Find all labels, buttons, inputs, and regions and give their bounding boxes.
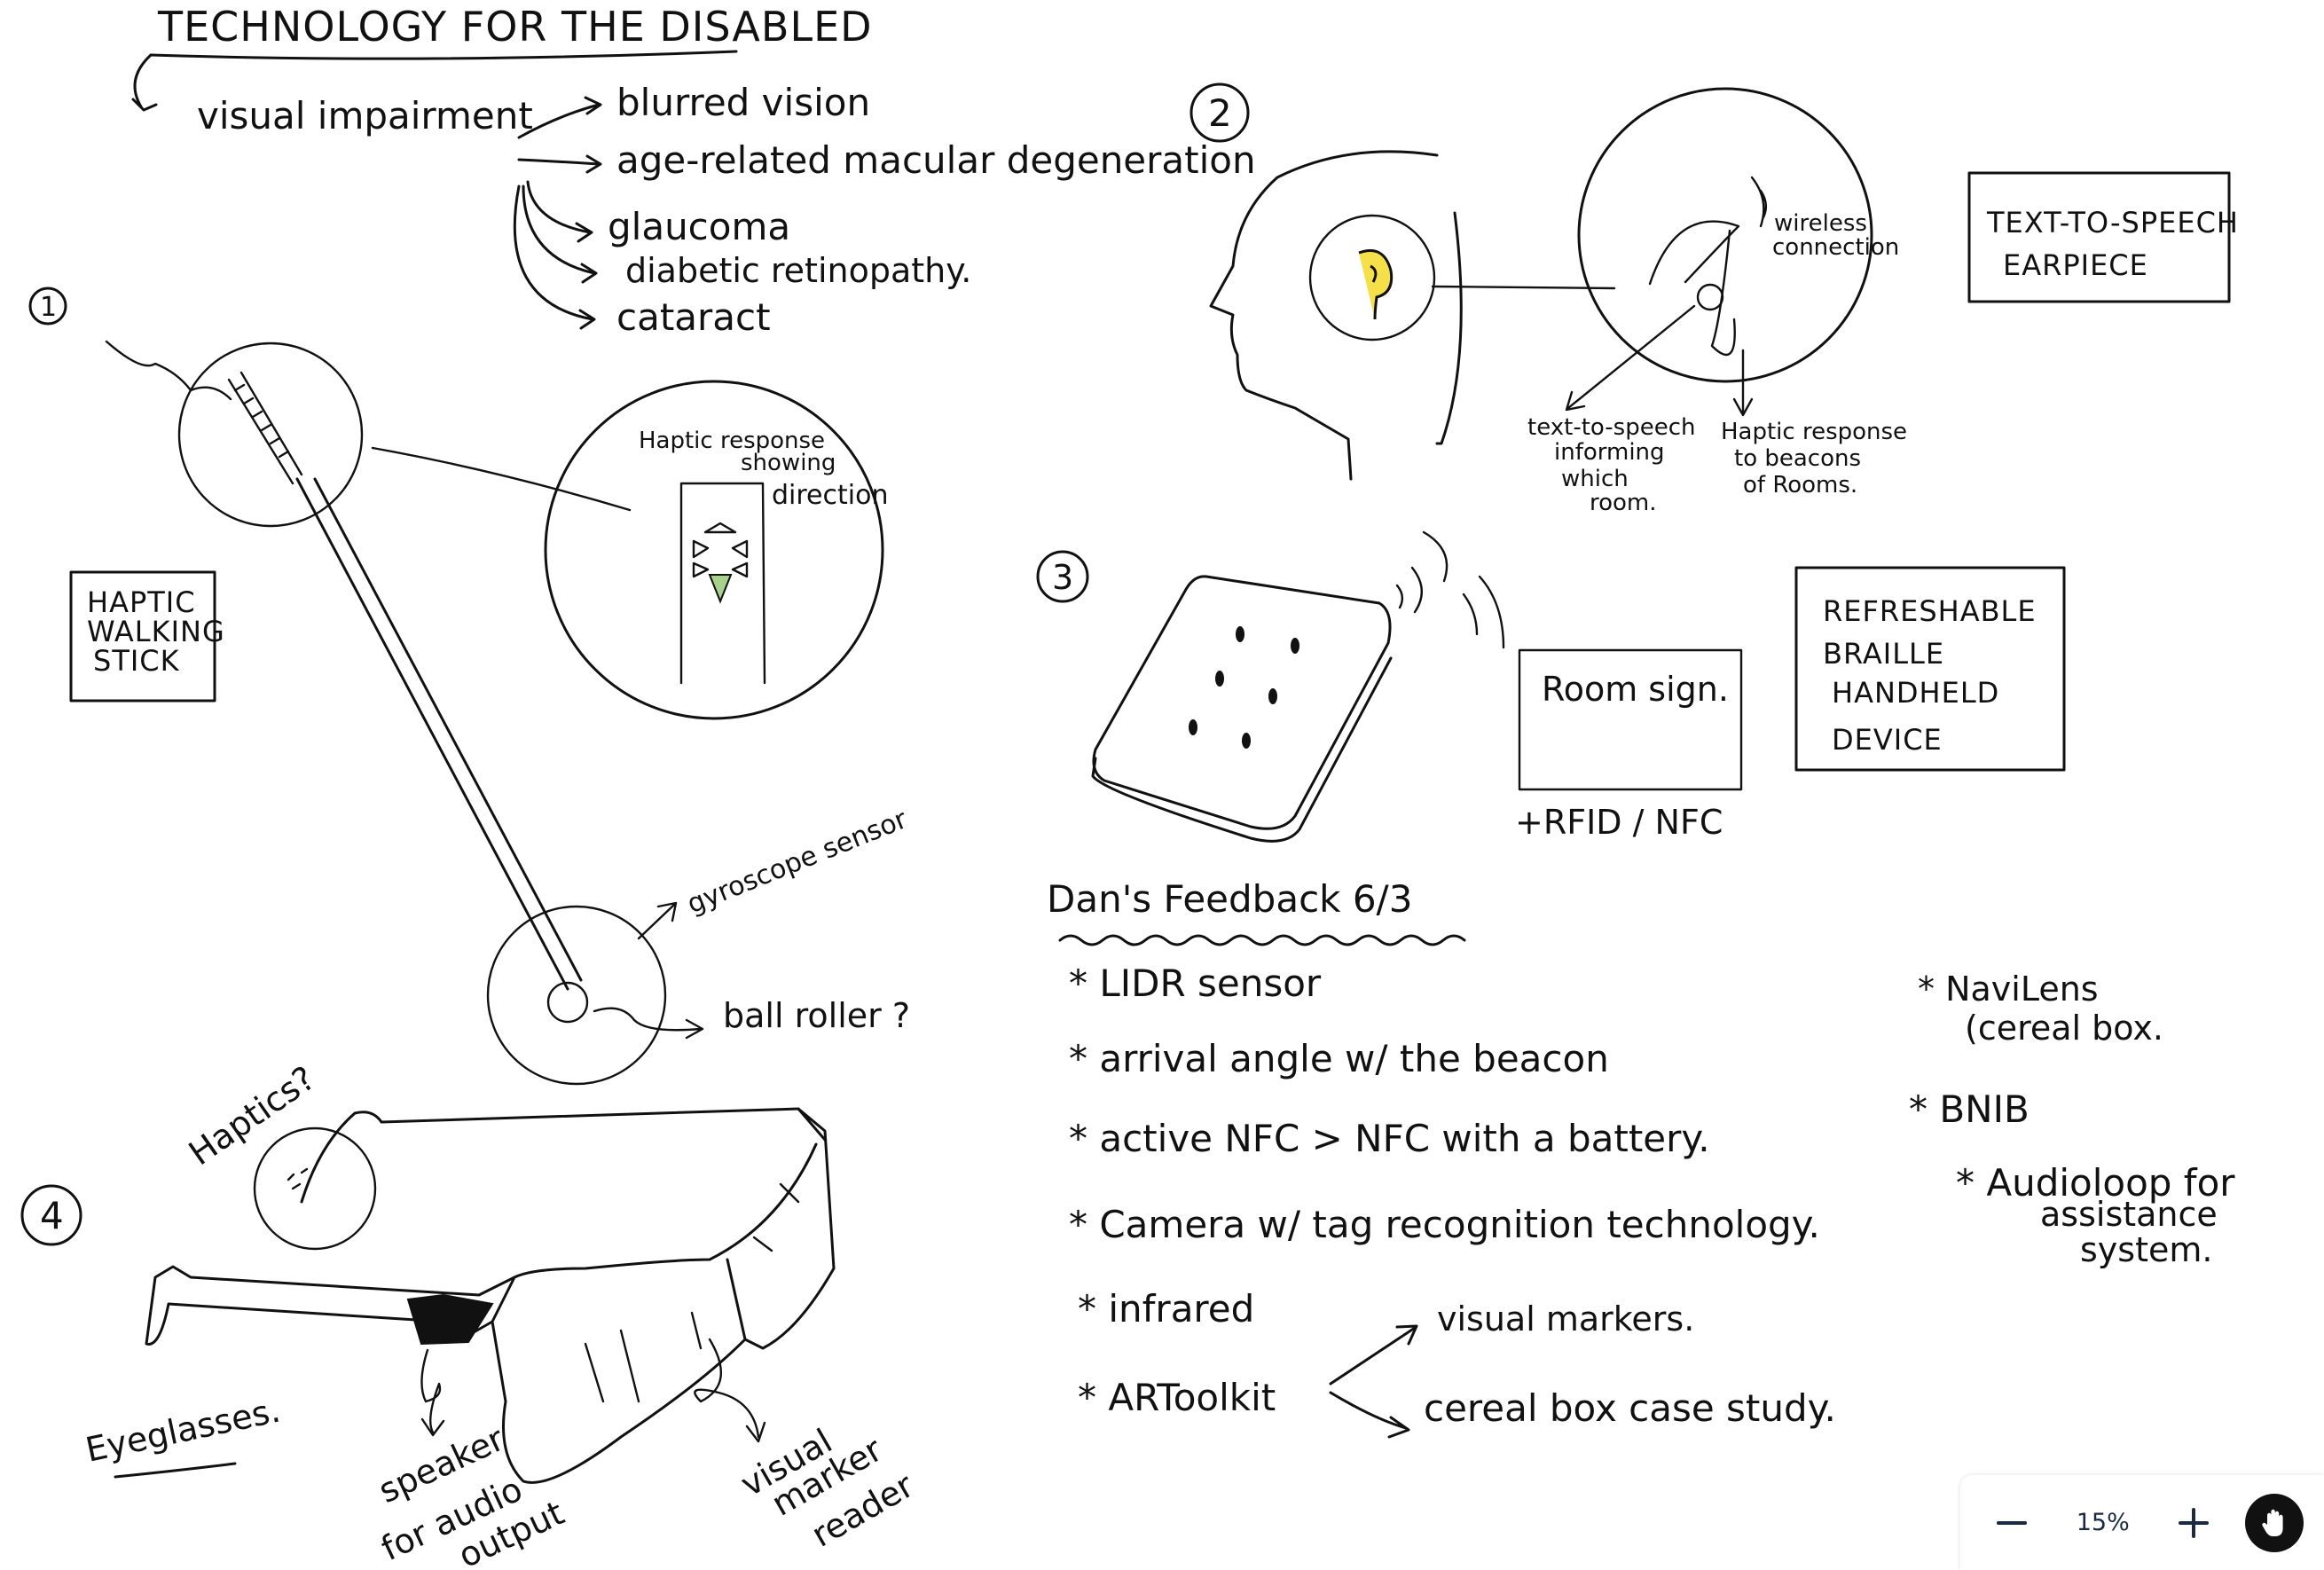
- feedback-title-underline: [1060, 936, 1464, 945]
- minus-icon: [1997, 1508, 2027, 1538]
- page-title: TECHNOLOGY FOR THE DISABLED: [157, 3, 873, 51]
- gyroscope-label: gyroscope sensor: [683, 804, 912, 921]
- section-number-1: 1: [40, 292, 57, 323]
- gyroscope-arrow: [639, 903, 676, 938]
- braille-device-sketch: [1093, 577, 1391, 842]
- braille-label-2: BRAILLE: [1823, 637, 1944, 671]
- rfid-label: +RFID / NFC: [1515, 803, 1723, 842]
- stick-base-circle: [488, 907, 665, 1084]
- ear-closeup: [1650, 222, 1739, 355]
- haptic-note-2: showing: [741, 450, 836, 476]
- wireless-signal-icon: [1752, 177, 1766, 226]
- side-item-audioloop-3: system.: [2080, 1230, 2212, 1269]
- title-arrow: [133, 55, 156, 110]
- feedback-item-camera: * Camera w/ tag recognition technology.: [1069, 1203, 1820, 1246]
- eyeglasses-underline: [115, 1464, 235, 1477]
- side-item-bnib: * BNIB: [1909, 1087, 2030, 1131]
- haptic-note-3: direction: [772, 480, 888, 511]
- braille-label-4: DEVICE: [1832, 723, 1943, 757]
- section-number-3: 3: [1052, 558, 1073, 597]
- wireless-label-2: connection: [1772, 234, 1899, 261]
- tts-arrow: [1566, 306, 1694, 410]
- section-number-4: 4: [40, 1194, 64, 1237]
- ball-roller-arrow: [594, 1009, 703, 1038]
- zoom-in-button[interactable]: [2163, 1492, 2225, 1554]
- feedback-item-active-nfc: * active NFC > NFC with a battery.: [1069, 1117, 1710, 1160]
- earpiece-icon: [1359, 251, 1392, 320]
- artoolkit-cereal-box: cereal box case study.: [1424, 1386, 1836, 1430]
- zoom-toolbar: 15%: [1960, 1475, 2324, 1570]
- haptics-detail-circle: [255, 1128, 375, 1249]
- branch-arrow-3: [528, 182, 592, 241]
- feedback-item-arrival-angle: * arrival angle w/ the beacon: [1069, 1037, 1609, 1080]
- impairment-item-cataract: cataract: [616, 295, 771, 339]
- stick-handle-icon: [229, 373, 302, 483]
- braille-dots-icon: [1189, 626, 1299, 749]
- side-item-navilens-1: * NaviLens: [1918, 969, 2099, 1009]
- braille-label-1: REFRESHABLE: [1823, 594, 2037, 628]
- nfc-signal-icon: [1397, 532, 1504, 648]
- haptic-beacon-note-1: Haptic response: [1721, 419, 1907, 445]
- impairment-item-amd: age-related macular degeneration: [616, 138, 1256, 182]
- earpiece-closeup-icon: [1698, 285, 1723, 310]
- haptics-label: Haptics?: [182, 1058, 322, 1173]
- zoom-out-button[interactable]: [1981, 1492, 2043, 1554]
- feedback-item-artoolkit: * ARToolkit: [1078, 1376, 1276, 1419]
- title-underline: [151, 51, 736, 59]
- zoom-level-indicator[interactable]: 15%: [2063, 1509, 2143, 1536]
- speaker-arrow: [421, 1350, 444, 1435]
- side-item-audioloop-2: assistance: [2040, 1195, 2218, 1234]
- active-direction-arrow: [710, 575, 731, 601]
- artoolkit-branch-lower: [1331, 1393, 1409, 1437]
- earpiece-label-1: TEXT-TO-SPEECH: [1986, 206, 2239, 239]
- haptics-vibration-icon: [288, 1169, 307, 1189]
- impairment-item-retinopathy: diabetic retinopathy.: [625, 251, 971, 290]
- impairment-item-glaucoma: glaucoma: [608, 205, 790, 248]
- callout-line-haptic: [373, 448, 630, 510]
- pan-hand-button[interactable]: [2245, 1494, 2304, 1552]
- section-number-2: 2: [1208, 91, 1232, 135]
- tts-note-1: text-to-speech: [1527, 414, 1695, 441]
- speaker-module-icon: [408, 1295, 492, 1344]
- braille-label-3: HANDHELD: [1832, 676, 1999, 710]
- feedback-item-lidr: * LIDR sensor: [1069, 962, 1322, 1005]
- direction-arrows-icon: [694, 523, 747, 601]
- hand-sketch: [106, 341, 231, 399]
- hand-detail-circle: [179, 343, 362, 526]
- feedback-item-infrared: * infrared: [1078, 1287, 1254, 1331]
- haptic-beacon-note-2: to beacons: [1734, 445, 1861, 472]
- room-sign-label: Room sign.: [1542, 670, 1729, 709]
- walking-stick-shaft: [297, 479, 581, 989]
- tts-note-4: room.: [1590, 490, 1657, 516]
- earpiece-label-2: EARPIECE: [2003, 248, 2148, 282]
- artoolkit-branch-upper: [1331, 1326, 1417, 1384]
- tts-note-3: which: [1561, 466, 1629, 492]
- hand-icon: [2257, 1505, 2292, 1541]
- impairment-label: visual impairment: [197, 94, 533, 137]
- haptic-beacon-arrow: [1734, 350, 1752, 415]
- walking-stick-label-3: STICK: [93, 644, 180, 678]
- ball-roller-label: ball roller ?: [723, 996, 910, 1035]
- haptic-beacon-note-3: of Rooms.: [1743, 472, 1857, 498]
- plus-icon: [2179, 1508, 2209, 1538]
- feedback-title: Dan's Feedback 6/3: [1047, 877, 1412, 921]
- eyeglasses-label: Eyeglasses.: [82, 1390, 284, 1469]
- impairment-item-blurred: blurred vision: [616, 81, 870, 124]
- side-item-navilens-2: (cereal box.: [1965, 1009, 2163, 1048]
- wireless-label-1: wireless: [1774, 210, 1867, 237]
- head-profile: [1211, 152, 1461, 479]
- branch-arrow-2: [519, 156, 601, 172]
- artoolkit-visual-markers: visual markers.: [1437, 1299, 1694, 1338]
- tts-note-2: informing: [1554, 439, 1665, 466]
